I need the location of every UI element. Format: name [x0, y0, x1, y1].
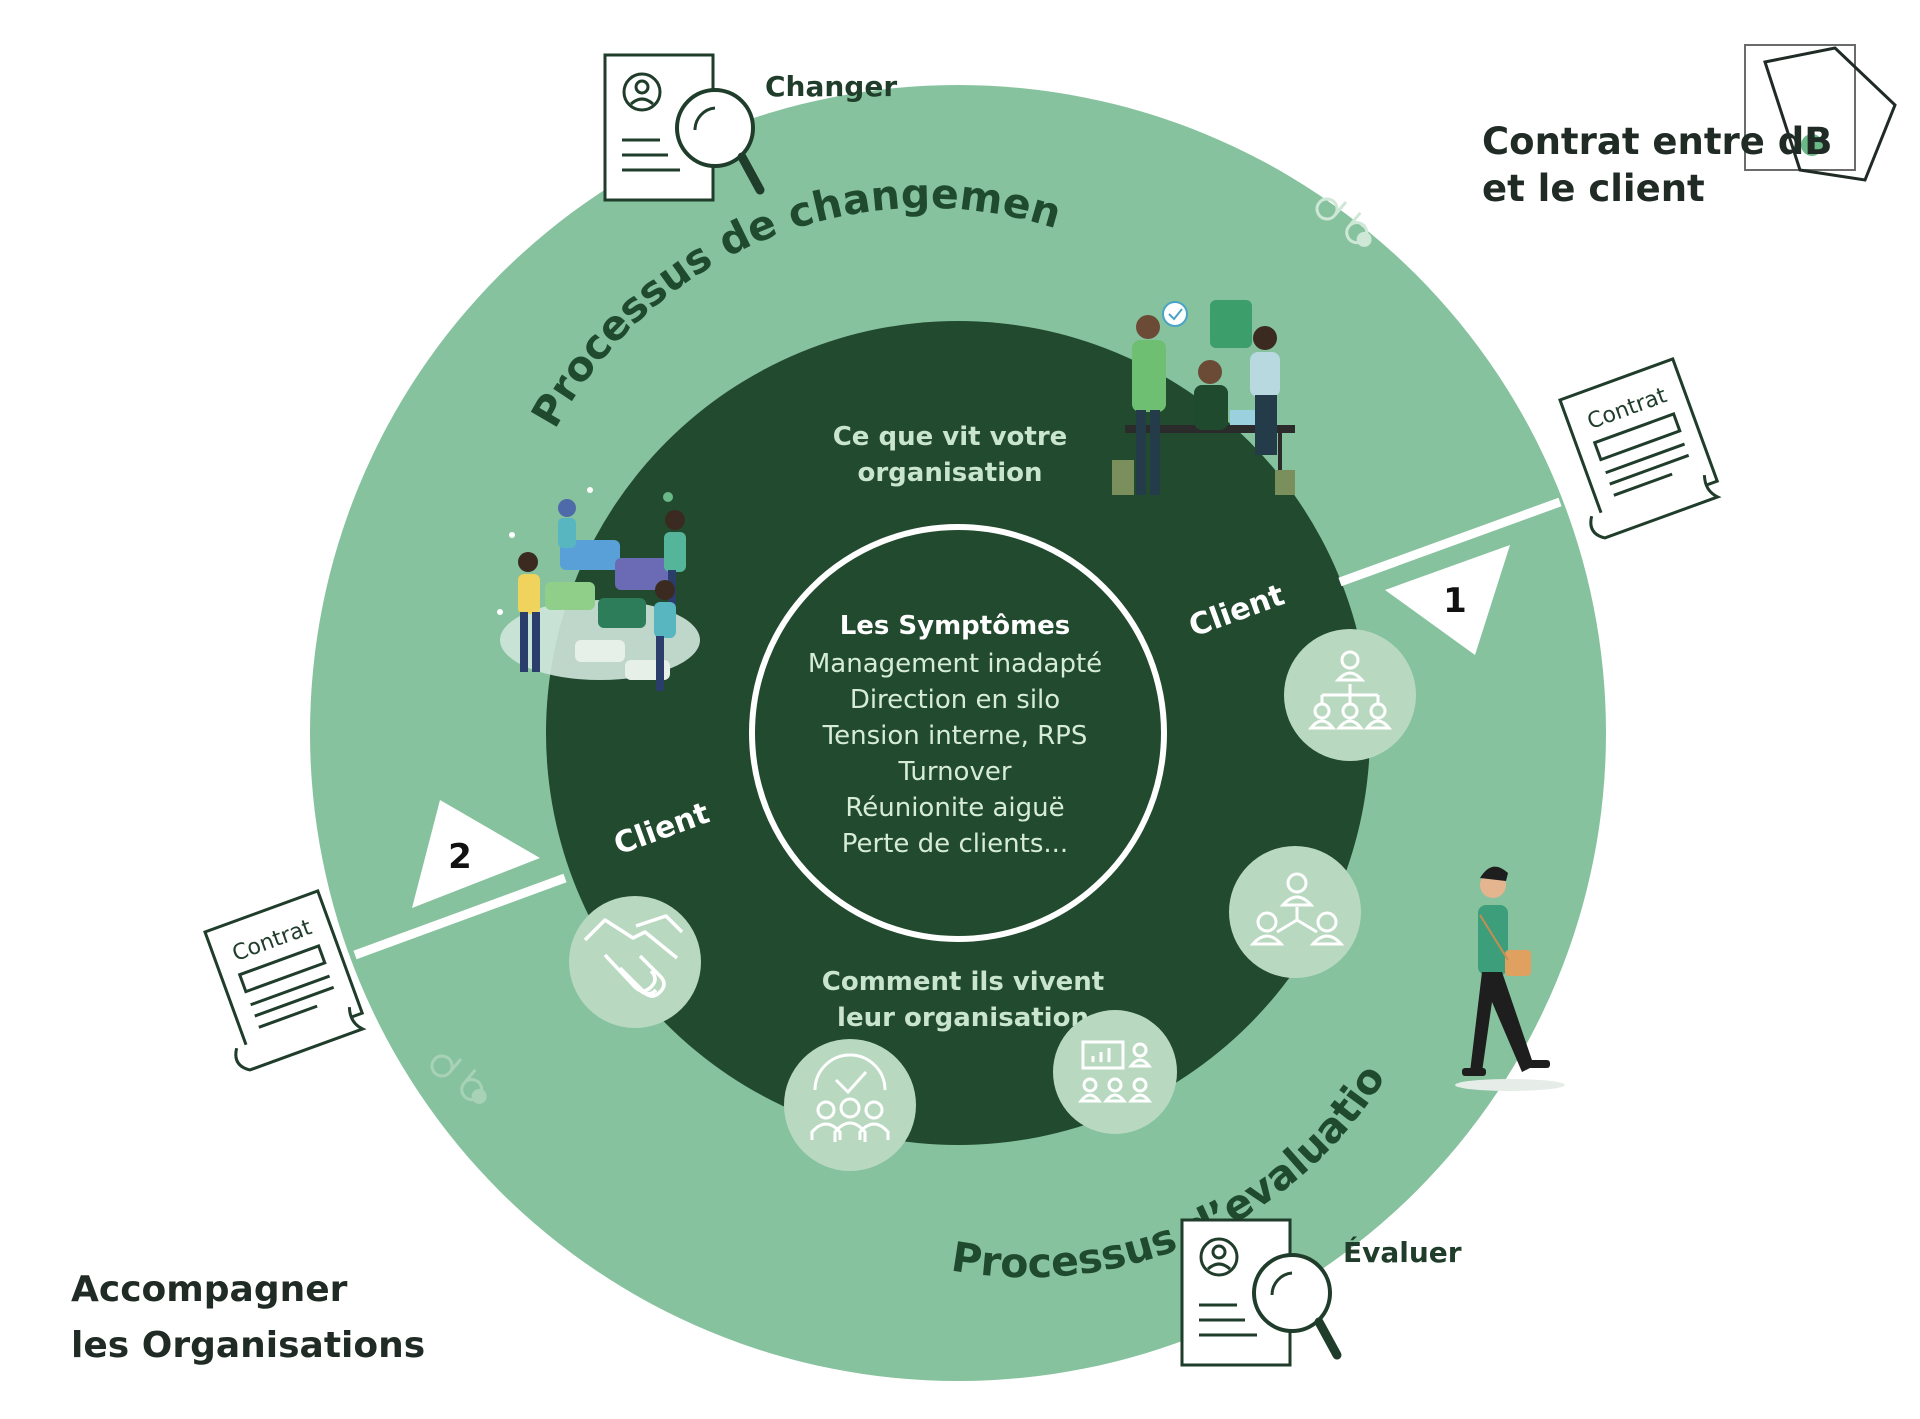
inner-top-text-line1: Ce que vit votre: [833, 422, 1068, 452]
watermark-logo-top: [1315, 197, 1372, 247]
inner-bottom-text-line2: leur organisation: [837, 1003, 1089, 1033]
handshake-icon: [569, 896, 701, 1028]
step-marker-1: 1: [1385, 545, 1510, 655]
contract-document-right: Contrat: [1558, 357, 1722, 540]
symptom-item: Turnover: [897, 757, 1011, 787]
symptom-item: Réunionite aiguë: [845, 793, 1064, 823]
svg-text:2: 2: [448, 837, 472, 877]
title-top-line1: Contrat entre dB: [1482, 120, 1833, 163]
team-hierarchy-icon: [1229, 846, 1361, 978]
title-top-line2: et le client: [1482, 167, 1705, 211]
title-bottom-line1: Accompagner: [71, 1269, 348, 1310]
divider-line-left: [353, 873, 567, 960]
svg-text:1: 1: [1443, 581, 1467, 621]
team-meeting-illustration: [1112, 300, 1295, 495]
evaluate-label: Évaluer: [1343, 1235, 1462, 1269]
symptoms-heading: Les Symptômes: [840, 611, 1071, 641]
change-document-icon: [603, 53, 765, 202]
watermark-logo-bottom: [430, 1054, 487, 1104]
change-label: Changer: [765, 70, 897, 103]
divider-line-right: [1338, 497, 1562, 587]
title-bottom-line2: les Organisations: [71, 1324, 426, 1366]
contract-document-left: Contrat: [203, 889, 367, 1072]
center-ring: [749, 524, 1167, 942]
inner-bottom-text-line1: Comment ils vivent: [822, 967, 1104, 997]
puzzle-team-illustration: [497, 487, 700, 691]
logo-dot: [1801, 134, 1823, 156]
symptom-item: Management inadapté: [808, 649, 1102, 679]
inner-top-text-line2: organisation: [858, 458, 1043, 488]
walking-man-illustration: [1455, 866, 1565, 1091]
symptom-item: Tension interne, RPS: [822, 721, 1088, 751]
step-marker-2: 2: [412, 800, 540, 908]
logo-outline-shape: [1744, 44, 1897, 182]
inner-ring: [546, 321, 1370, 1145]
symptom-item: Perte de clients...: [842, 829, 1068, 859]
presentation-team-icon: [1053, 1010, 1177, 1134]
org-chart-icon: [1284, 629, 1416, 761]
symptom-item: Direction en silo: [850, 685, 1060, 715]
evaluate-document-icon: [1180, 1218, 1342, 1367]
diagram-title-support: Accompagner les Organisations: [71, 1262, 425, 1374]
team-approval-icon: [784, 1039, 916, 1171]
diagram-title-contract: Contrat entre dB et le client: [1482, 118, 1832, 213]
